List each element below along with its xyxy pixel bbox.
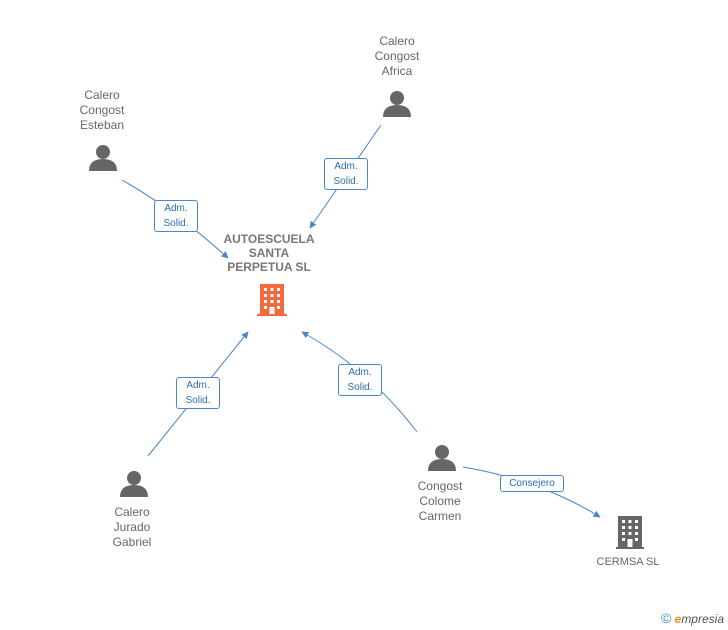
edge-label-gabriel: Adm. Solid. <box>176 377 220 409</box>
person-label-africa[interactable]: Calero Congost Africa <box>374 34 420 78</box>
brand-initial: e <box>674 612 682 626</box>
edge-label-carmen: Adm. Solid. <box>338 364 382 396</box>
person-label-esteban[interactable]: Calero Congost Esteban <box>79 88 125 132</box>
brand-name: mpresia <box>681 612 724 626</box>
person-icon <box>428 445 456 471</box>
person-label-carmen[interactable]: Congost Colome Carmen <box>417 479 463 523</box>
edge-label-consejero: Consejero <box>500 475 564 492</box>
person-icon <box>383 91 411 117</box>
edge-label-africa: Adm. Solid. <box>324 158 368 190</box>
edge-label-esteban: Adm. Solid. <box>154 200 198 232</box>
footer-brand[interactable]: © empresia <box>661 610 724 626</box>
building-icon <box>616 516 644 549</box>
company-label-main[interactable]: AUTOESCUELA SANTA PERPETUA SL <box>223 232 315 274</box>
person-label-gabriel[interactable]: Calero Jurado Gabriel <box>112 505 152 549</box>
person-icon <box>120 471 148 497</box>
building-icon <box>257 284 287 316</box>
copyright-symbol: © <box>660 610 672 626</box>
company-label-cermsa[interactable]: CERMSA SL <box>596 556 660 568</box>
person-icon <box>89 145 117 171</box>
